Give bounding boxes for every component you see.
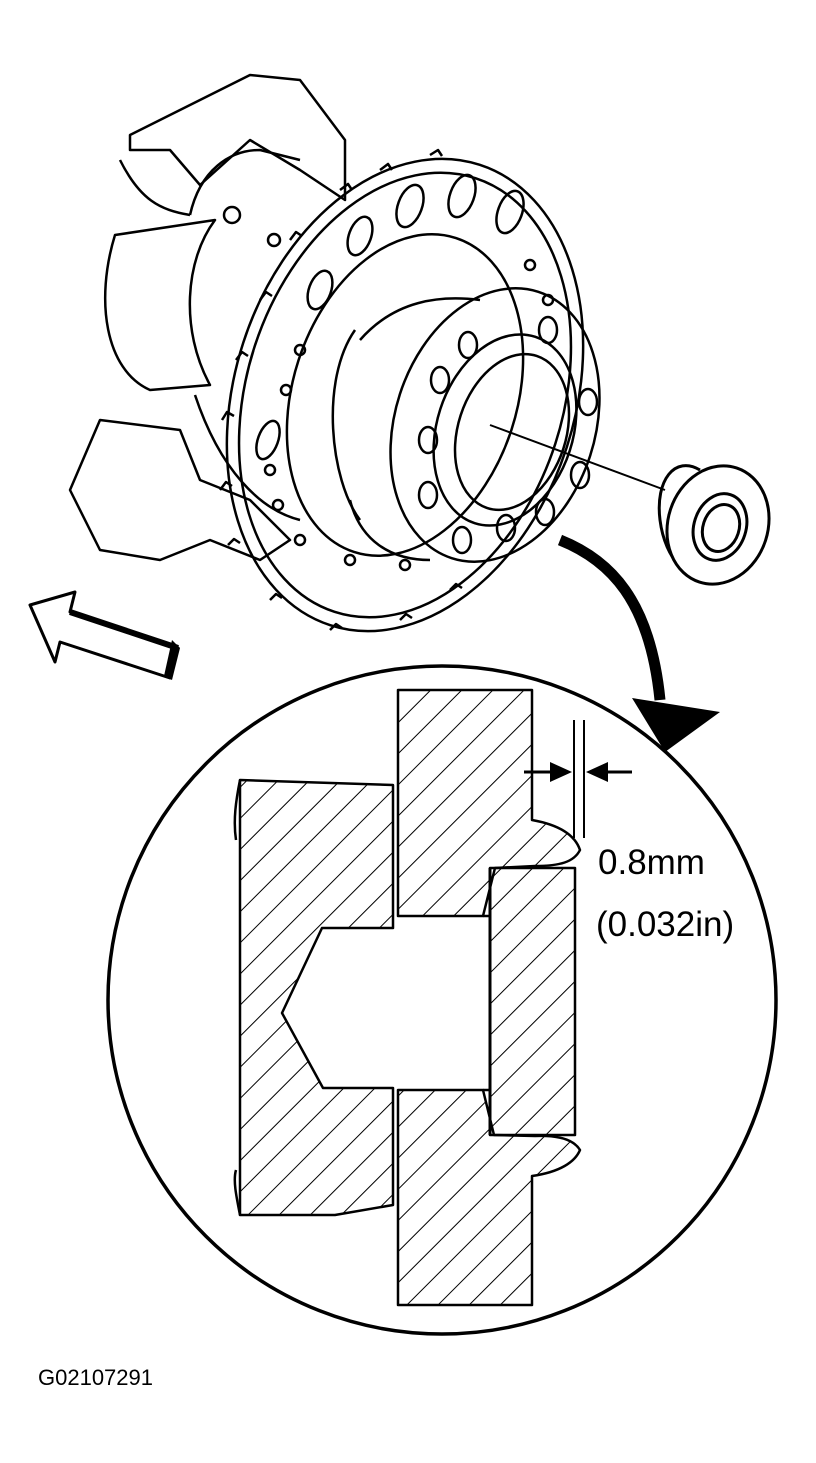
crankshaft-web — [128, 73, 347, 202]
crank-journal — [104, 218, 217, 392]
clearance-mm-label: 0.8mm — [598, 843, 705, 882]
pilot-bearing — [657, 464, 771, 586]
crankshaft-section — [238, 778, 395, 1217]
flange-section — [396, 688, 582, 918]
direction-arrow-icon — [28, 590, 180, 680]
detail-view — [106, 664, 778, 1336]
figure-id-label: G02107291 — [38, 1365, 153, 1390]
crank-counterweight — [68, 418, 292, 562]
crank-flange — [389, 287, 601, 563]
bearing-section — [488, 866, 577, 1137]
ring-teeth — [219, 148, 463, 631]
callout-arrow-icon — [557, 534, 720, 752]
reluctor-ring — [225, 157, 585, 633]
flange-bolt-holes — [417, 315, 599, 555]
dimension-arrows-icon — [524, 762, 632, 782]
ring-holes — [255, 173, 555, 572]
crankshaft-assembly-illustration — [68, 73, 666, 633]
clearance-in-label: (0.032in) — [596, 905, 735, 944]
